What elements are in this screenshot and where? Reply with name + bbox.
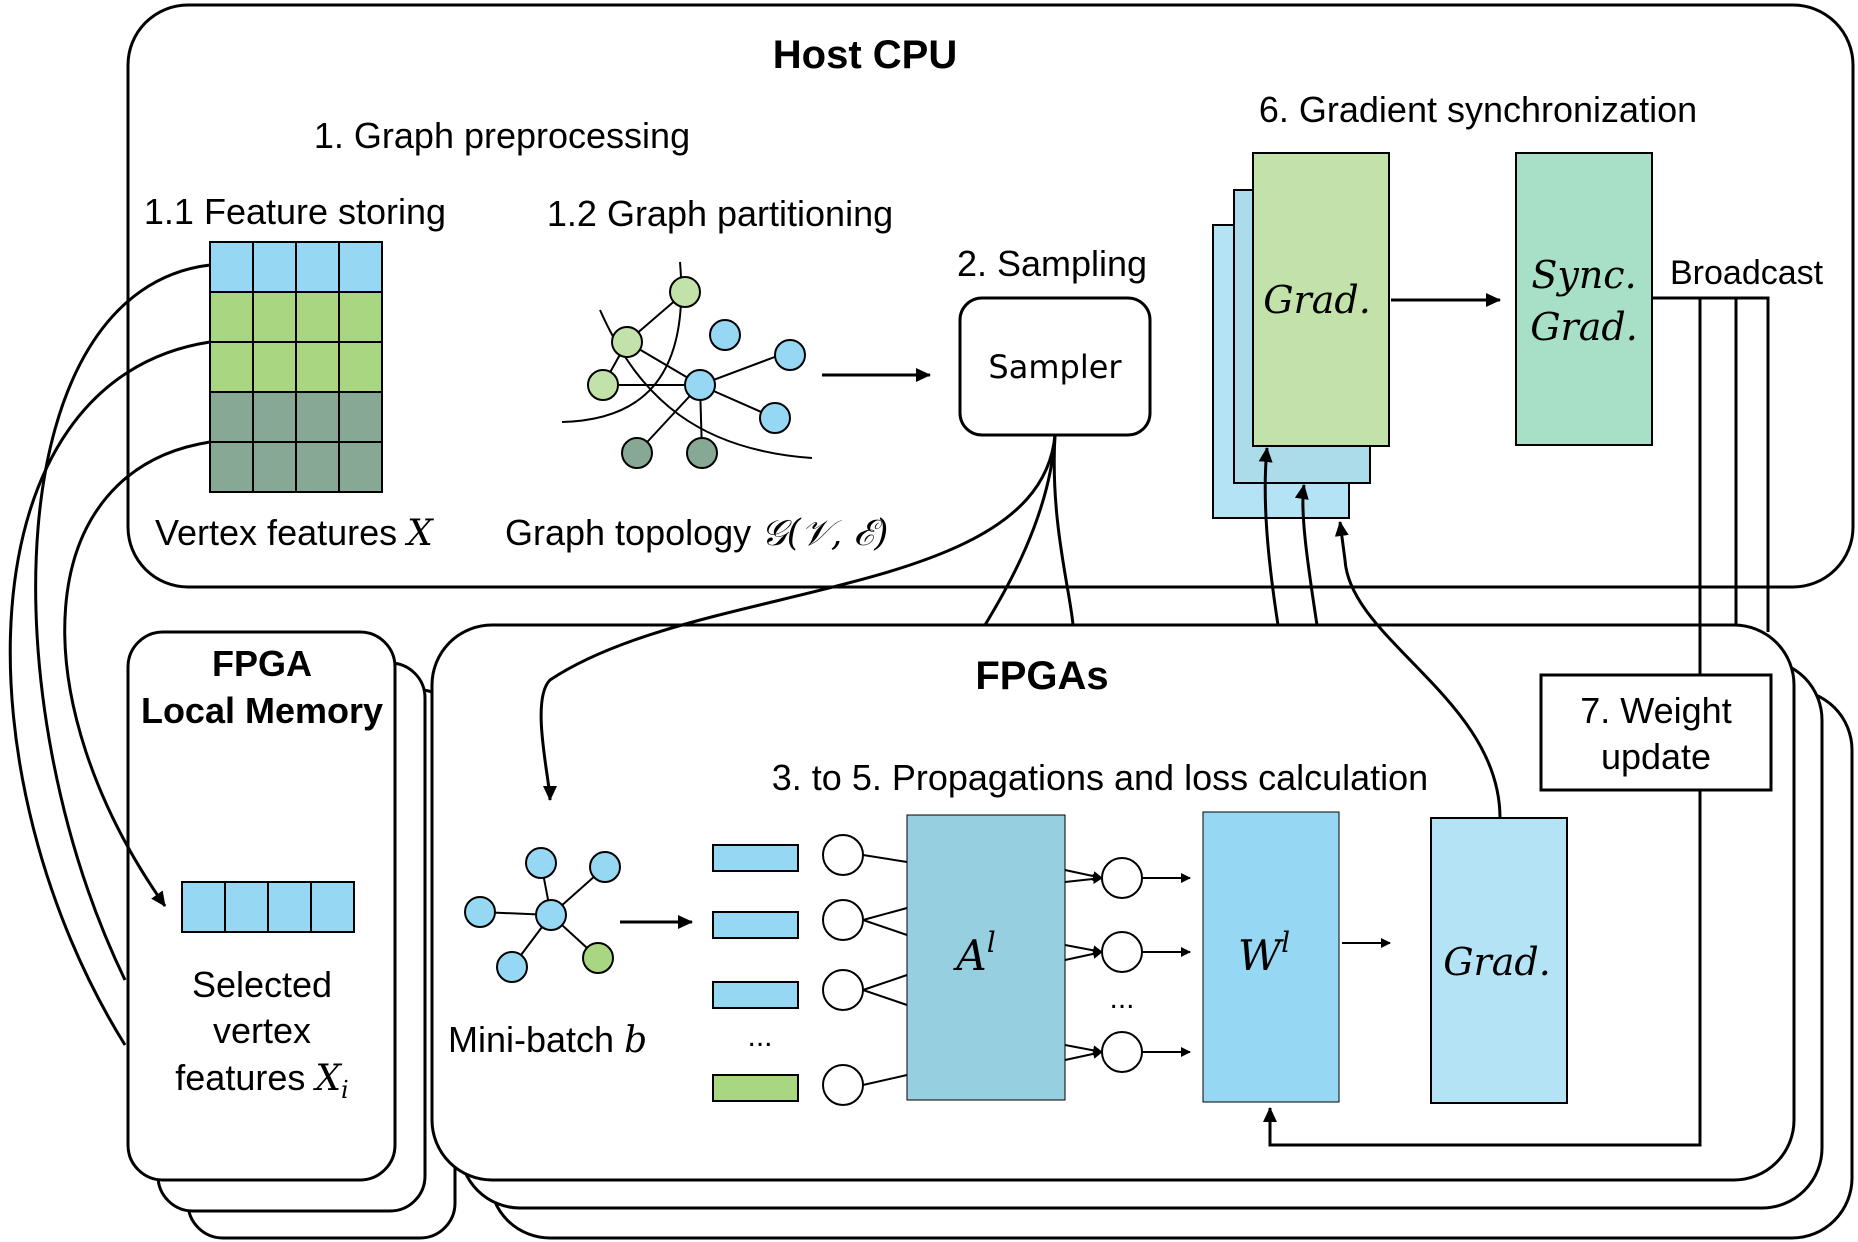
step1-2-label: 1.2 Graph partitioning (547, 193, 893, 234)
sampler-output-lines (539, 434, 1075, 801)
vertex-features-label: Vertex features X (155, 512, 434, 554)
sampler-label: Sampler (988, 348, 1122, 386)
broadcast-label: Broadcast (1670, 254, 1824, 292)
sync-grad-box (1515, 152, 1653, 446)
host-cpu-title: Host CPU (773, 33, 957, 77)
selected-features-row (181, 881, 355, 933)
weight-update-line2: update (1601, 736, 1711, 777)
selected-line2: vertex (213, 1010, 311, 1051)
grad-box-host (1252, 152, 1390, 447)
nodes-to-w-arrows (1142, 873, 1191, 1057)
feature-matrix (209, 241, 383, 493)
a-matrix-label: Al (952, 926, 995, 980)
w-matrix-box (1202, 811, 1340, 1103)
input-feature-bars (712, 844, 799, 1102)
broadcast-lines (1652, 296, 1770, 675)
minibatch-graph (464, 847, 621, 983)
minibatch-label: Mini-batch b (448, 1019, 647, 1061)
sync-label-line1: Sync. (1531, 253, 1636, 297)
ellipsis-mid: ... (1109, 982, 1134, 1015)
weight-update-box (1539, 673, 1773, 792)
ellipsis-left: ... (747, 1020, 772, 1053)
host-cpu-panel (126, 3, 1855, 589)
hidden-nodes (1101, 857, 1143, 1073)
graph-topology-label: Graph topology 𝒢(𝒱, ℰ) (505, 512, 888, 554)
step3-5-label: 3. to 5. Propagations and loss calculati… (772, 757, 1428, 798)
local-memory-title-line1: FPGA (212, 643, 312, 684)
input-edges (862, 854, 908, 1086)
fpgas-title: FPGAs (975, 654, 1108, 698)
local-memory-title-line2: Local Memory (141, 690, 383, 731)
a-matrix-box (906, 814, 1066, 1101)
sync-label-line2: Grad. (1530, 305, 1638, 349)
weight-update-line1: 7. Weight (1580, 690, 1731, 731)
step1-1-label: 1.1 Feature storing (144, 191, 446, 232)
graph-partition-illustration (561, 261, 813, 469)
a-to-nodes-arrows (1064, 869, 1103, 1061)
step1-title: 1. Graph preprocessing (314, 115, 690, 156)
step6-label: 6. Gradient synchronization (1259, 89, 1697, 130)
weight-update-feedback-arrow (1263, 790, 1702, 1147)
feature-transfer-curves (8, 263, 211, 1046)
input-nodes (822, 834, 864, 1106)
w-matrix-label: Wl (1238, 926, 1290, 980)
grad-upload-lines (1258, 447, 1502, 819)
selected-line1: Selected (192, 964, 332, 1005)
step2-label: 2. Sampling (957, 243, 1147, 284)
selected-line3: features Xi (175, 1057, 348, 1104)
grad-label-host: Grad. (1263, 278, 1371, 322)
grad-label-fpga: Grad. (1443, 940, 1551, 984)
